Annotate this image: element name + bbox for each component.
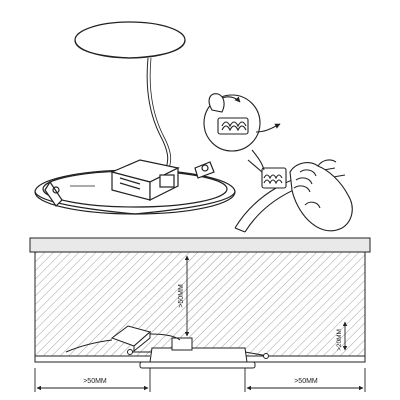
spring-clip-left (44, 180, 63, 207)
spring-clip-icon (217, 117, 249, 135)
driver-box (110, 159, 180, 201)
driver-in-void (65, 325, 181, 353)
ceiling-plate-rim (74, 39, 186, 59)
ceiling-cross-section: >50MM >20MM >50MM >50MM (29, 237, 371, 392)
power-cable (146, 57, 169, 171)
spring-clip-detail (203, 93, 353, 233)
installed-downlight (127, 337, 269, 369)
hand-icon (289, 159, 353, 232)
height-label: >50MM (178, 284, 185, 308)
downlight-illustration (34, 21, 236, 215)
right-clearance-label: >50MM (294, 378, 318, 385)
spring-clip-large (247, 149, 287, 189)
hand-icon-small (208, 93, 225, 113)
left-clearance-label: >50MM (83, 378, 107, 385)
edge-label: >20MM (336, 329, 343, 351)
ceiling-top-band (29, 237, 371, 253)
edge-dimension (338, 321, 352, 357)
ceiling-void (34, 251, 366, 361)
bottom-dimensions (34, 368, 366, 392)
spring-clip-right (194, 161, 215, 179)
